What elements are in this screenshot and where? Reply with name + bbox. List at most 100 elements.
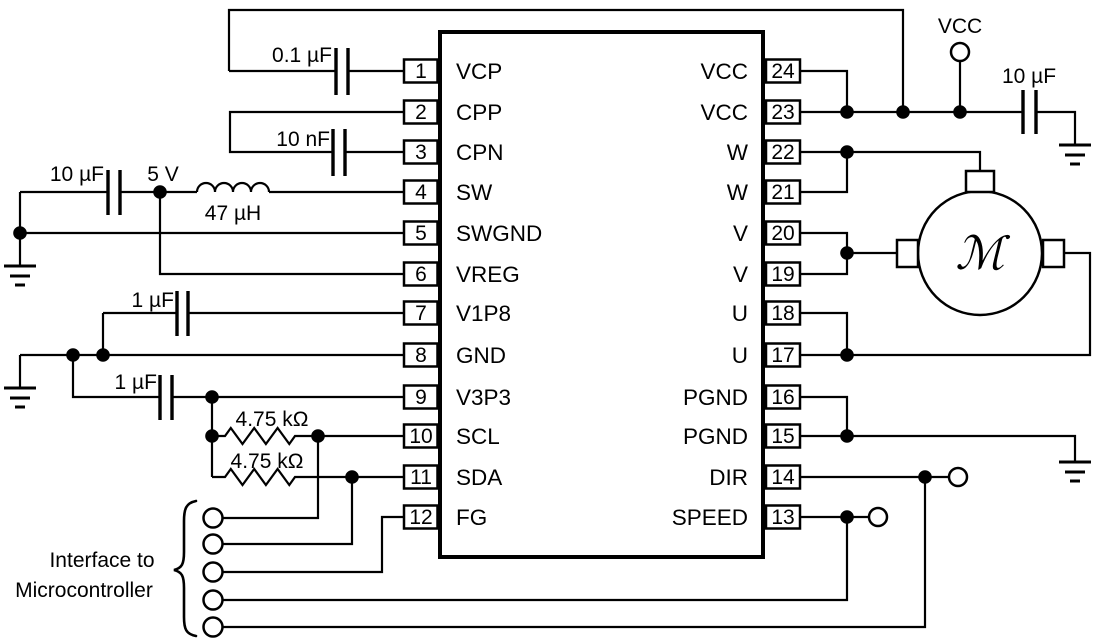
cpn-cap-label: 10 nF [276,128,330,151]
wire-pgnd16 [800,395,849,436]
supply-5v-label: 5 V [147,163,179,186]
capacitor-v3p3 [158,375,174,420]
sda-pullup-label: 4.75 kΩ [231,450,304,473]
mcu-terminal-5 [202,616,224,638]
pin-number: 23 [771,101,794,124]
pin-number: 4 [415,181,427,204]
junction-dot [840,429,854,443]
junction-dot [153,185,167,199]
pin-box-24 [764,58,802,84]
junction-dot [840,510,854,524]
wire-vcp-top-loop [227,8,905,112]
capacitor-input [106,170,122,215]
ic-right-pins: 24 23 22 21 20 19 18 17 16 15 14 13 VCC … [672,58,802,530]
v1p8-cap-label: 1 µF [132,289,174,312]
wire-sda-to-terminal2 [222,477,354,546]
pin-number: 19 [771,263,794,286]
capacitors [106,48,1038,420]
pin-box-7 [402,300,439,326]
interface-label-line2: Microcontroller [15,579,153,602]
pin-number: 14 [771,466,795,489]
wire-v3p3cap-left-lead [71,355,160,399]
motor-symbol: ℳ [895,169,1066,317]
pin-number: 18 [771,302,794,325]
wire-terminal5-to-dir [222,477,927,629]
resistor-scl-pullup [212,426,404,446]
pin-name: FG [456,505,487,530]
pin-number: 1 [415,60,427,83]
interface-label-line1: Interface to [49,549,154,572]
junction-dot [345,470,359,484]
pin-box-20 [764,220,802,246]
resistor-sda-pullup [212,467,404,487]
pin-name: V1P8 [456,301,511,326]
pin-number: 5 [415,222,427,245]
dir-terminal [947,466,969,488]
capacitor-v1p8 [175,291,190,336]
pin-number: 13 [771,506,794,529]
capacitor-vcc [1021,90,1038,134]
pin-name: VREG [456,262,520,287]
junction-dot [840,348,854,362]
junction-dot [311,429,325,443]
mcu-terminal-1 [202,507,224,529]
mcu-terminal-2 [202,533,224,555]
pin-box-9 [402,384,439,410]
junction-dot [205,429,219,443]
pin-name: GND [456,343,506,368]
pin-name: SDA [456,465,502,490]
ic-body [438,30,765,559]
pin-name: PGND [683,385,748,410]
speed-terminal [867,506,889,528]
pin-name: SW [456,180,493,205]
vcc-terminal [949,41,971,63]
pin-name: U [732,301,748,326]
wire-u18 [800,311,849,355]
motor-terminal-top [964,169,996,194]
pin-box-3 [402,139,439,165]
pin-box-23 [764,99,802,125]
junction-dot [953,105,967,119]
wire-vcc24 [800,69,849,112]
pin-box-17 [764,342,802,368]
pin-box-12 [402,504,439,530]
nets [18,8,1092,629]
wire-scl-to-terminal1 [222,436,320,520]
pin-box-14 [764,464,802,490]
pin-number: 10 [409,425,432,448]
pin-box-2 [402,99,439,125]
labels: 0.1 µF 10 nF 10 µF 5 V 47 µH 1 µF 1 µF 4… [15,15,1056,602]
pin-box-8 [402,342,439,368]
pin-number: 22 [771,141,794,164]
vcc-cap-label: 10 µF [1002,65,1056,88]
wire-fg-to-terminal3 [222,515,404,574]
pin-number: 17 [771,344,794,367]
pin-box-15 [764,423,802,449]
ground-icon [1059,143,1091,166]
pin-name: DIR [709,465,748,490]
capacitor-cpn [331,129,347,176]
pin-number: 20 [771,222,794,245]
wire-cpp-loop [228,110,404,154]
pin-name: V [733,221,748,246]
pin-number: 7 [415,302,427,325]
pin-name: CPP [456,100,502,125]
junction-dot [840,246,854,260]
wire-v19 [800,253,849,276]
wire-u17-to-motor [800,251,1092,357]
pin-name: VCP [456,59,502,84]
pin-name: W [727,180,749,205]
wire-vreg [158,192,404,276]
pin-number: 21 [771,181,794,204]
pin-box-16 [764,384,802,410]
pin-name: SWGND [456,221,542,246]
pin-box-4 [402,179,439,205]
ground-icon [4,386,36,409]
pin-box-1 [402,58,439,84]
pin-number: 9 [415,386,427,409]
pin-number: 11 [410,466,432,489]
mcu-terminal-4 [202,589,224,611]
vcp-cap-label: 0.1 µF [272,44,332,67]
